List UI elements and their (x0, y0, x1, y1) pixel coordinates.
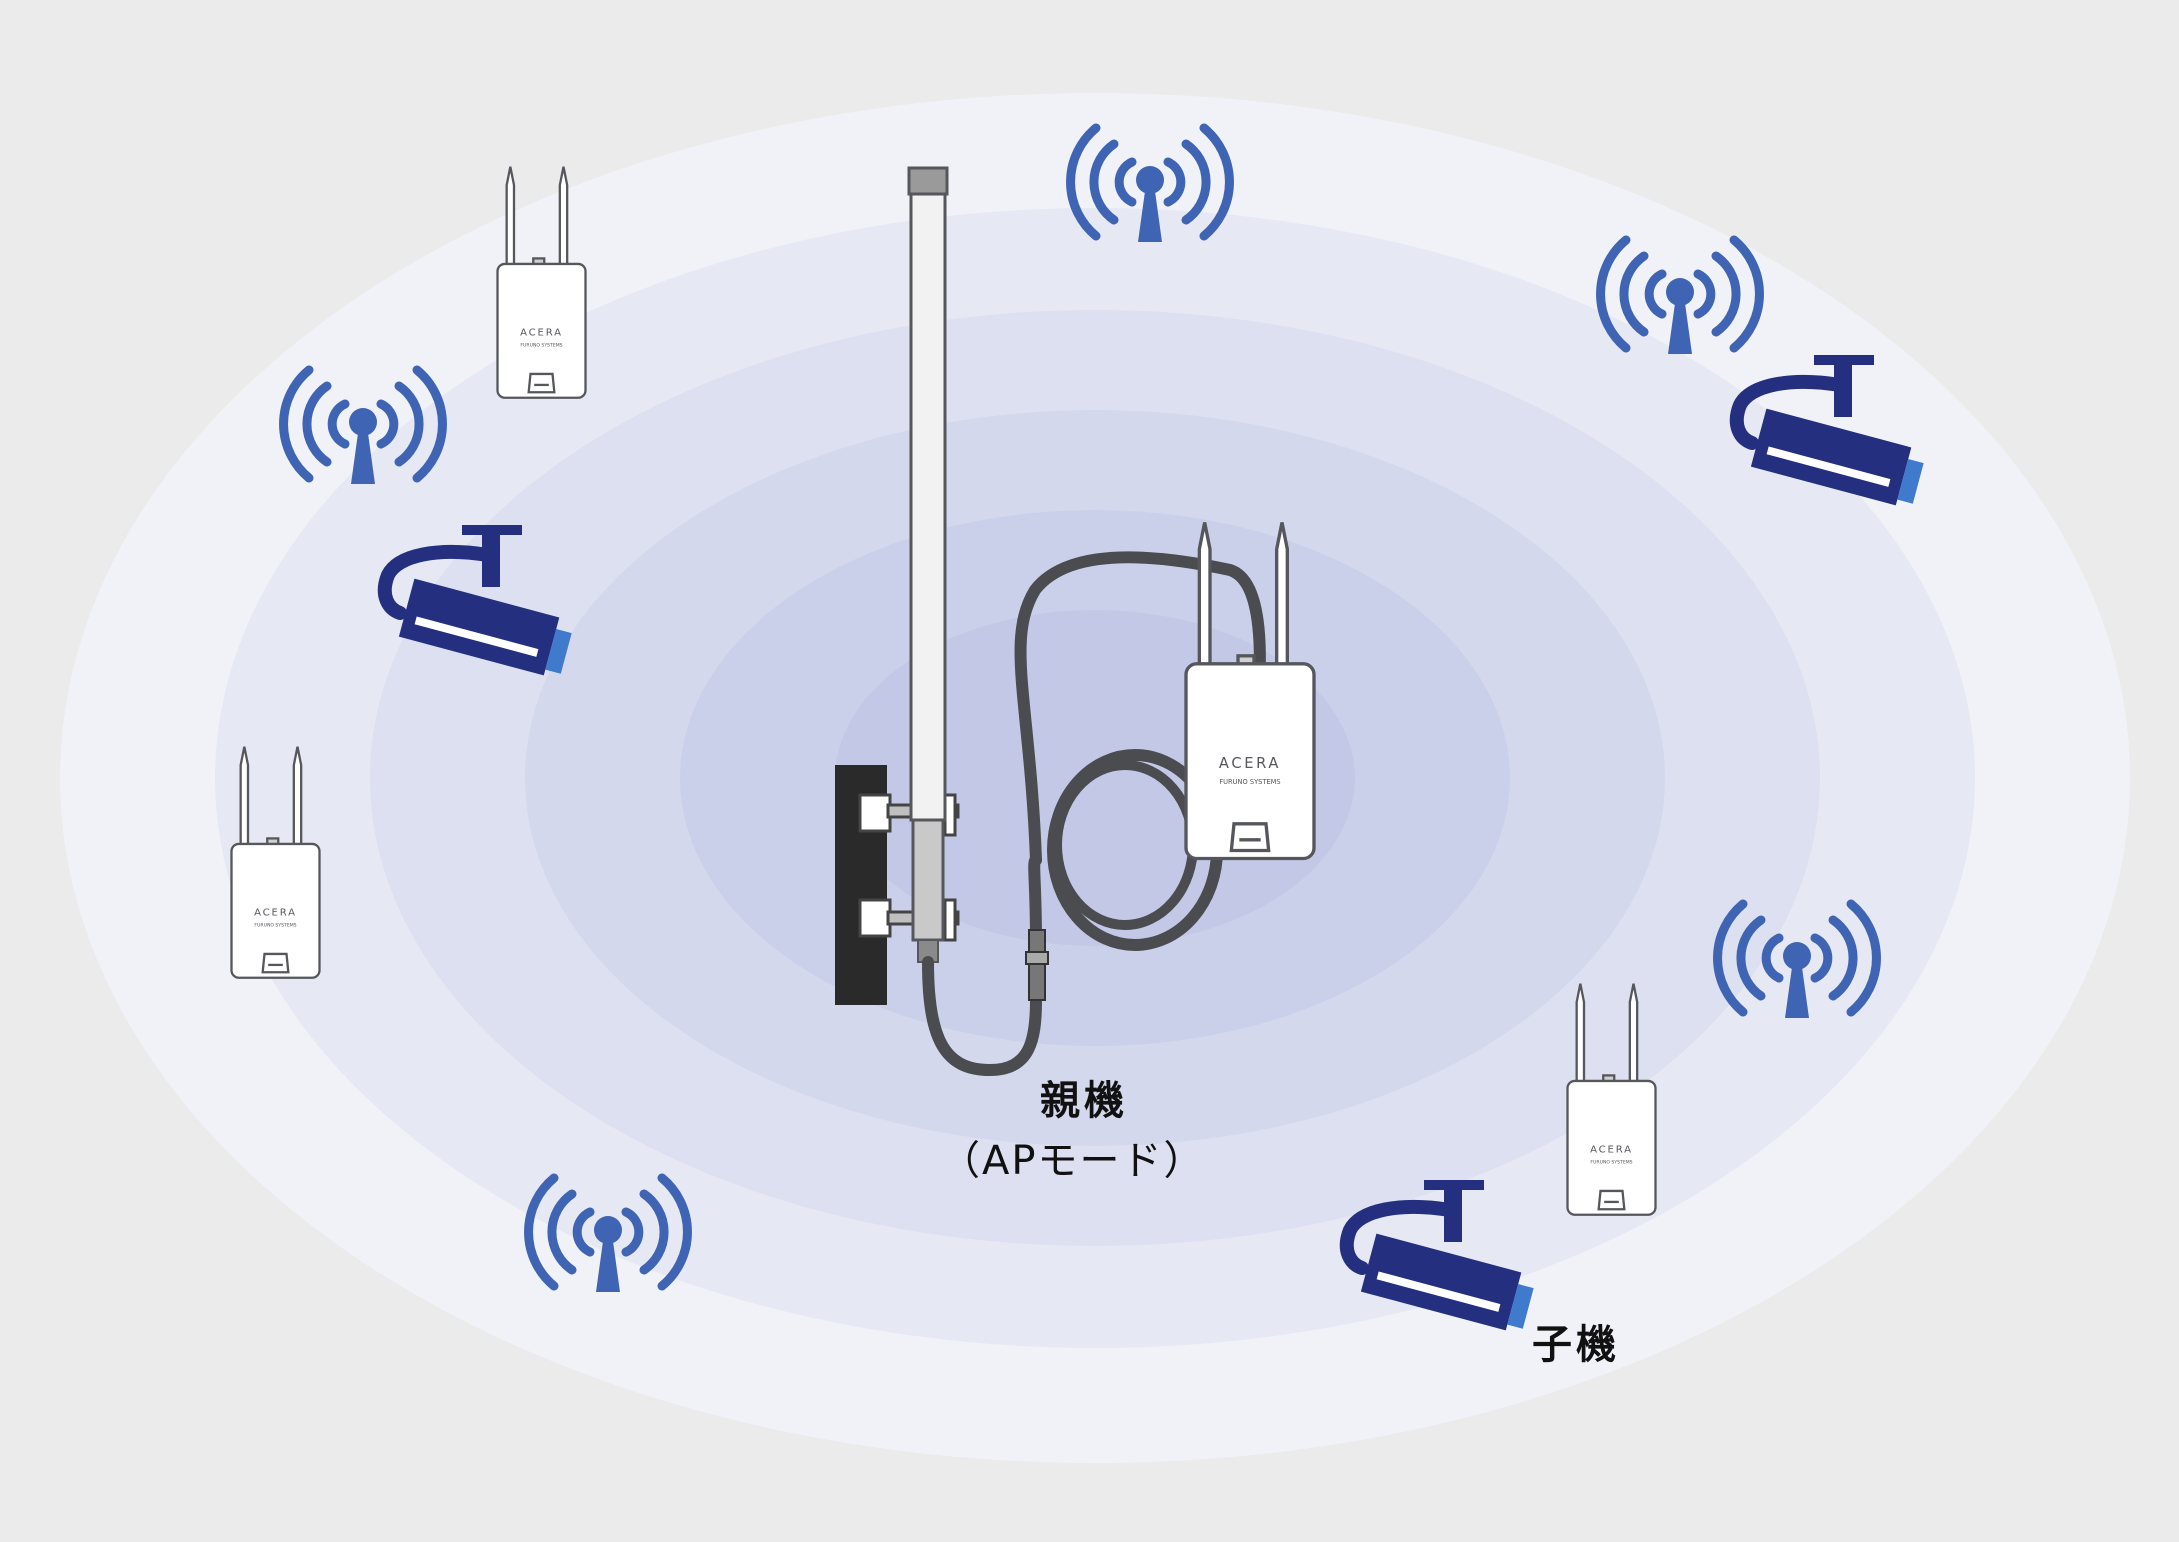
coax-connector (1025, 929, 1049, 1001)
parent-label: 親機 (1040, 1078, 1128, 1124)
parent-mode-label: （APモード） (940, 1138, 1206, 1184)
omni-antenna (907, 166, 949, 963)
child-label: 子機 (1532, 1322, 1620, 1368)
